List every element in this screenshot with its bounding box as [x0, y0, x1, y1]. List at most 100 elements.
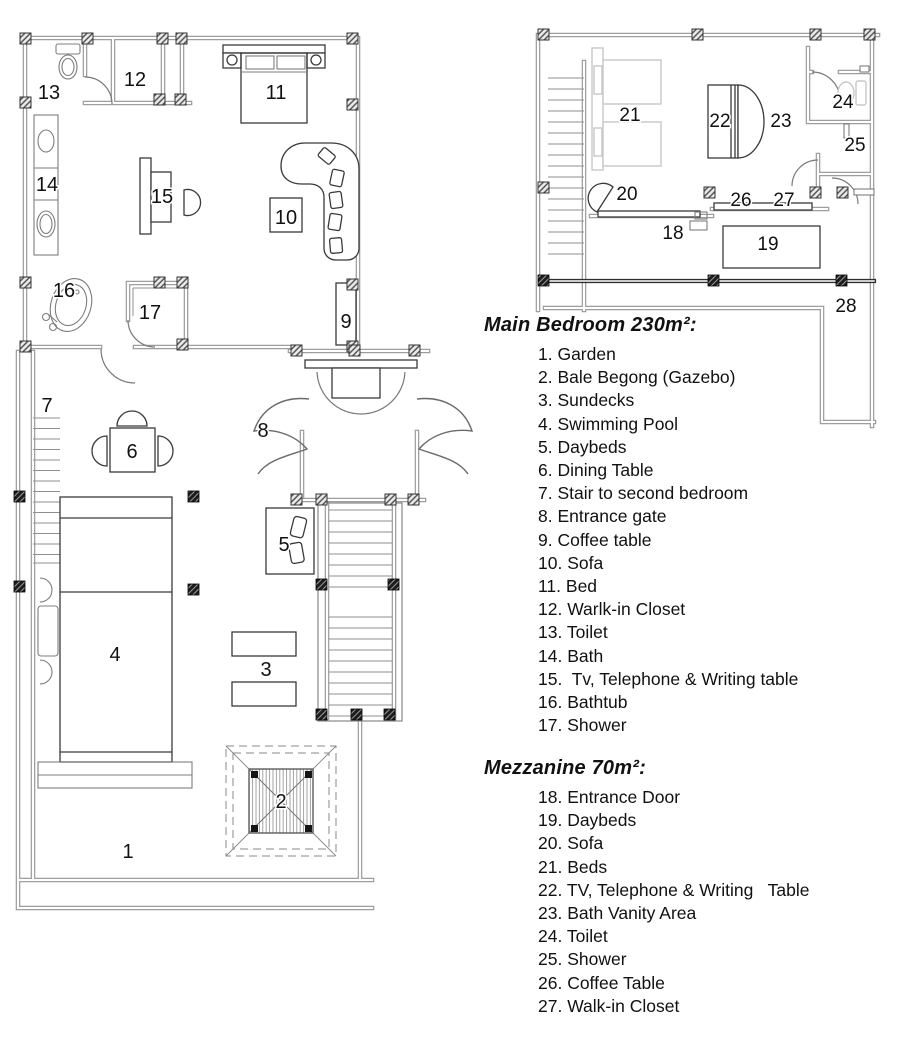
main-label-8: 8	[257, 420, 268, 442]
coffee-table-icon	[335, 282, 357, 346]
central-stairs-lower-treads	[329, 616, 392, 717]
legend-item: 23. Bath Vanity Area	[538, 903, 697, 924]
main-label-10: 10	[275, 207, 297, 229]
daybeds-icon	[265, 507, 315, 575]
main-label-3: 3	[260, 659, 271, 681]
mezz-label-21: 21	[619, 105, 640, 126]
mezzanine-floor-plan: 18 19 20 21 22 23 24 25 26 27 28	[537, 28, 878, 426]
legend-item: 8. Entrance gate	[538, 506, 667, 527]
mezzanine-sofa-icon	[587, 182, 614, 213]
legend-item: 16. Bathtub	[538, 692, 628, 713]
mezz-label-19: 19	[757, 234, 778, 255]
mezz-label-20: 20	[616, 184, 637, 205]
legend-item: 18. Entrance Door	[538, 787, 681, 807]
main-label-14: 14	[36, 174, 58, 196]
central-stairs-upper-treads	[329, 509, 392, 588]
legend-item: 17. Shower	[538, 715, 627, 736]
main-label-15: 15	[151, 186, 173, 208]
main-label-17: 17	[139, 302, 161, 324]
legend-item: 22. TV, Telephone & Writing Table	[538, 879, 810, 900]
mezzanine-daybeds-icon	[689, 211, 821, 269]
legend-item: 14. Bath	[538, 645, 604, 666]
main-label-5: 5	[278, 534, 289, 556]
legend-main-list: 1. Garden 2. Bale Begong (Gazebo) 3. Sun…	[484, 343, 894, 737]
dining-table-icon	[91, 410, 174, 473]
gate-ornament-left	[252, 397, 310, 475]
mezz-label-27: 27	[773, 190, 794, 211]
stair-to-second-bedroom-treads	[33, 417, 60, 564]
main-label-7: 7	[41, 395, 52, 417]
legend-item: 9. Coffee table	[538, 529, 652, 550]
bed-icon	[222, 44, 326, 124]
legend-item: 15. Tv, Telephone & Writing table	[538, 668, 799, 689]
mezzanine-coffee-table-icon	[713, 202, 813, 211]
legend-item: 5. Daybeds	[538, 436, 627, 457]
legend-item: 1. Garden	[538, 344, 616, 364]
mezz-label-24: 24	[832, 92, 854, 113]
sundeck-loungers	[231, 631, 297, 707]
main-floor-plan: 1 2 3 4 5 6 7 8 9 10 11 12 13 14 15 16 1…	[13, 32, 474, 910]
entrance-door-sill	[597, 210, 701, 218]
legend-item: 20. Sofa	[538, 833, 604, 854]
mezzanine-toilet-icon	[837, 65, 870, 106]
main-label-1: 1	[122, 841, 133, 863]
main-label-9: 9	[340, 311, 351, 333]
sofa-icon	[269, 142, 360, 261]
legend-item: 7. Stair to second bedroom	[538, 483, 749, 504]
mezz-label-18: 18	[662, 223, 683, 244]
legend-item: 13. Toilet	[538, 622, 608, 643]
legend-item: 11. Bed	[538, 576, 598, 597]
entrance-gate	[252, 359, 474, 475]
bath-fixtures	[33, 114, 59, 256]
legend-item: 25. Shower	[538, 949, 627, 970]
legend-item: 6. Dining Table	[538, 460, 654, 481]
main-label-6: 6	[126, 441, 137, 463]
bathtub-icon	[41, 278, 93, 332]
main-walls-core	[16, 36, 430, 910]
mezzanine-stairs-treads	[548, 77, 584, 255]
legend-main-bedroom: Main Bedroom 230m²: 1. Garden 2. Bale Be…	[484, 314, 894, 737]
legend-mezzanine-list: 18. Entrance Door 19. Daybeds 20. Sofa 2…	[484, 786, 894, 1018]
mezzanine-columns	[537, 28, 876, 287]
gazebo-icon	[225, 745, 337, 857]
main-label-2: 2	[275, 791, 286, 813]
mezz-label-28: 28	[835, 296, 856, 317]
legend-item: 4. Swimming Pool	[538, 413, 679, 434]
legend-item: 21. Beds	[538, 856, 608, 877]
main-label-11: 11	[266, 82, 287, 104]
toilet-icon	[55, 43, 81, 80]
bath-door-sill	[853, 188, 875, 196]
main-label-4: 4	[109, 644, 120, 666]
mezz-label-26: 26	[730, 190, 751, 211]
main-plan-labels: 1 2 3 4 5 6 7 8 9 10 11 12 13 14 15 16 1…	[34, 68, 353, 865]
sofa-side-table	[269, 197, 303, 233]
gate-threshold	[331, 367, 381, 399]
main-label-12: 12	[124, 69, 146, 91]
legend-item: 10. Sofa	[538, 552, 604, 573]
legend-item: 12. Warlk-in Closet	[538, 599, 686, 620]
shower-head-icon	[843, 123, 850, 139]
poolside-steps	[37, 577, 59, 685]
main-label-16: 16	[53, 280, 75, 302]
mezz-label-25: 25	[844, 135, 865, 156]
mezzanine-writing-table-icon	[707, 84, 765, 159]
legend-item: 26. Coffee Table	[538, 972, 665, 993]
wall-columns	[19, 32, 421, 506]
legend-item: 3. Sundecks	[538, 390, 635, 411]
garden-columns	[13, 490, 400, 721]
door-arcs	[84, 76, 406, 415]
mezzanine-plan-labels: 18 19 20 21 22 23 24 25 26 27 28	[615, 91, 867, 319]
mezz-label-22: 22	[709, 111, 730, 132]
swimming-pool	[37, 496, 193, 789]
central-stairwell-outline	[317, 502, 403, 722]
legend-item: 19. Daybeds	[538, 810, 637, 831]
legend-main-title: Main Bedroom 230m²:	[484, 314, 697, 336]
legend-item: 24. Toilet	[538, 926, 608, 947]
main-walls	[18, 38, 428, 908]
twin-beds-icon	[591, 47, 662, 171]
main-label-13: 13	[38, 82, 60, 104]
legend-mezzanine-title: Mezzanine 70m²:	[484, 757, 646, 779]
mezz-label-23: 23	[770, 111, 791, 132]
legend-item: 2. Bale Begong (Gazebo)	[538, 367, 736, 388]
